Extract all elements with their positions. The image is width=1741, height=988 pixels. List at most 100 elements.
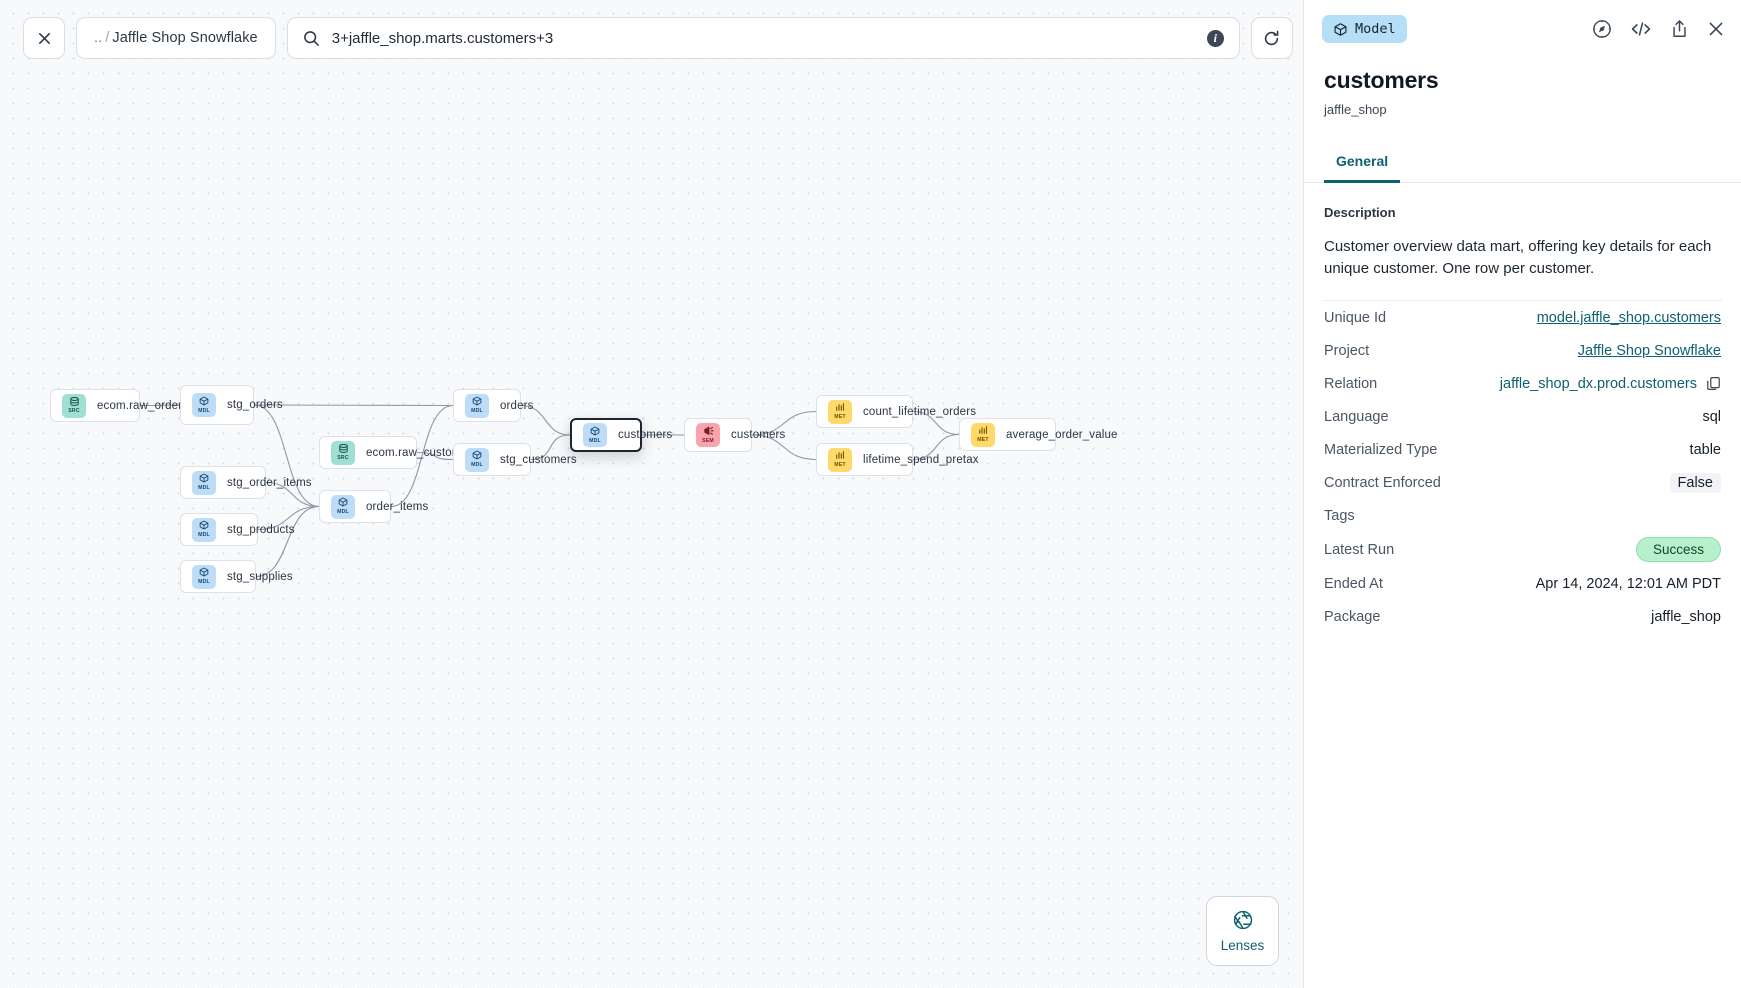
- mdl-badge-icon: MDL: [192, 470, 216, 495]
- lenses-button[interactable]: Lenses: [1206, 896, 1279, 966]
- detail-key: Project: [1324, 342, 1370, 359]
- graph-node-order_items[interactable]: MDL order_items: [319, 490, 428, 523]
- graph-node-stg_order_items[interactable]: MDL stg_order_items: [180, 466, 312, 499]
- detail-row: Materialized Type table: [1324, 433, 1721, 466]
- sem-badge-icon: SEM: [696, 423, 720, 447]
- detail-value-link[interactable]: Jaffle Shop Snowflake: [1577, 342, 1721, 359]
- mdl-badge-icon: MDL: [465, 393, 489, 418]
- detail-value: table: [1689, 441, 1721, 458]
- detail-value-link[interactable]: model.jaffle_shop.customers: [1536, 309, 1721, 326]
- graph-node-orders[interactable]: MDL orders: [453, 389, 533, 422]
- graph-edge: [520, 404, 571, 436]
- graph-node-label: ecom.raw_customers: [366, 446, 478, 459]
- lineage-search[interactable]: i: [286, 17, 1240, 59]
- share-icon[interactable]: [1670, 19, 1689, 39]
- detail-row: Unique Id model.jaffle_shop.customers: [1324, 301, 1721, 334]
- detail-row: Relation jaffle_shop_dx.prod.customers: [1324, 367, 1721, 400]
- breadcrumb-separator: /: [105, 30, 110, 46]
- graph-node-label: stg_products: [227, 523, 295, 536]
- details-tabs: General: [1304, 147, 1741, 183]
- lineage-canvas[interactable]: ../Jaffle Shop Snowflake i SRCecom.raw_o…: [0, 0, 1303, 988]
- page-subtitle: jaffle_shop: [1324, 102, 1387, 117]
- detail-key: Relation: [1324, 375, 1378, 392]
- search-icon: [303, 30, 319, 46]
- refresh-icon: [1265, 30, 1279, 45]
- detail-value: sql: [1702, 408, 1721, 425]
- detail-key: Latest Run: [1324, 541, 1395, 558]
- graph-node-label: stg_customers: [500, 453, 577, 466]
- copy-icon[interactable]: [1706, 376, 1721, 391]
- explore-icon[interactable]: [1592, 19, 1612, 39]
- breadcrumb-parent: ..: [94, 30, 103, 46]
- details-top-bar: Model: [1304, 0, 1741, 58]
- mdl-badge-icon: MDL: [331, 494, 355, 519]
- graph-edge: [390, 404, 454, 508]
- graph-node-label: average_order_value: [1006, 428, 1118, 441]
- lineage-edges: [139, 404, 960, 578]
- graph-node-label: stg_supplies: [227, 570, 293, 583]
- node-type-label: Model: [1355, 21, 1396, 37]
- graph-edge: [253, 404, 320, 508]
- src-badge-icon: SRC: [62, 393, 86, 418]
- detail-value: jaffle_shop: [1651, 608, 1721, 625]
- detail-key: Materialized Type: [1324, 441, 1438, 458]
- detail-value-wrap: table: [1690, 442, 1721, 458]
- detail-value-wrap: sql: [1702, 409, 1721, 425]
- search-input[interactable]: [331, 29, 1195, 47]
- details-heading: customers jaffle_shop: [1304, 58, 1741, 117]
- graph-node-stg_supplies[interactable]: MDL stg_supplies: [180, 560, 293, 593]
- detail-value-link[interactable]: jaffle_shop_dx.prod.customers: [1499, 375, 1697, 392]
- graph-node-label: orders: [500, 399, 534, 412]
- graph-edge: [751, 434, 817, 461]
- refresh-button[interactable]: [1250, 17, 1293, 59]
- graph-node-label: customers: [618, 429, 673, 441]
- graph-edge: [139, 404, 181, 407]
- info-icon[interactable]: i: [1206, 29, 1224, 47]
- graph-node-label: lifetime_spend_pretax: [863, 453, 979, 466]
- graph-node-stg_products[interactable]: MDL stg_products: [180, 513, 295, 546]
- detail-key: Ended At: [1324, 575, 1383, 592]
- close-panel-icon[interactable]: [1707, 20, 1725, 38]
- close-icon: [38, 32, 50, 44]
- lenses-label: Lenses: [1220, 938, 1265, 953]
- details-body: Description Customer overview data mart,…: [1304, 183, 1741, 988]
- detail-key: Unique Id: [1324, 309, 1387, 326]
- breadcrumb[interactable]: ../Jaffle Shop Snowflake: [76, 17, 276, 59]
- close-lineage-button[interactable]: [23, 17, 65, 59]
- graph-edge: [912, 433, 960, 461]
- detail-key: Tags: [1324, 507, 1355, 524]
- code-icon[interactable]: [1630, 19, 1652, 39]
- page-title: customers: [1324, 67, 1439, 93]
- detail-value-chip: False: [1669, 472, 1721, 493]
- tab-general[interactable]: General: [1324, 147, 1401, 183]
- status-badge: Success: [1635, 537, 1721, 563]
- graph-edge: [751, 410, 817, 436]
- detail-row: Project Jaffle Shop Snowflake: [1324, 334, 1721, 367]
- graph-node-label: stg_order_items: [227, 476, 312, 489]
- mdl-badge-icon: MDL: [192, 564, 216, 589]
- met-badge-icon: MET: [971, 422, 995, 447]
- mdl-badge-icon: MDL: [192, 517, 216, 542]
- graph-node-average_order_value[interactable]: MET average_order_value: [959, 418, 1117, 451]
- graph-edge: [253, 404, 454, 407]
- graph-edge: [912, 410, 960, 436]
- detail-row: Tags: [1324, 499, 1721, 532]
- detail-value-wrap: Jaffle Shop Snowflake: [1578, 343, 1721, 359]
- node-type-badge[interactable]: Model: [1322, 15, 1407, 43]
- graph-node-label: order_items: [366, 500, 429, 513]
- aperture-icon: [1233, 910, 1252, 930]
